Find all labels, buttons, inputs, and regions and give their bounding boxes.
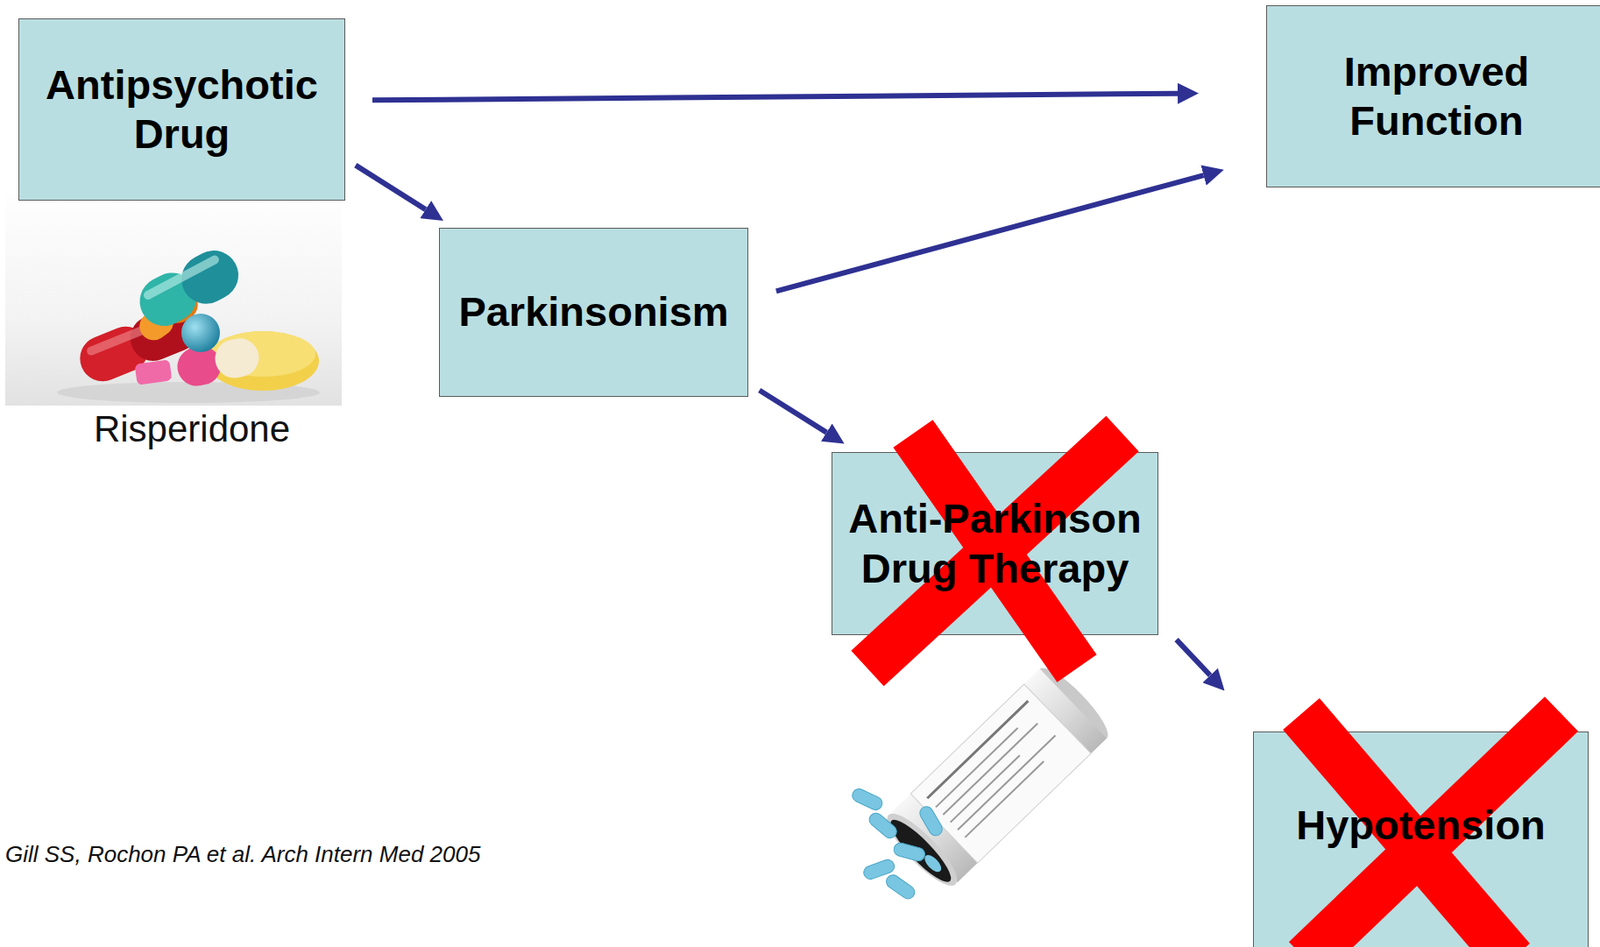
arrow-connector [372,93,1178,101]
arrow-connector [776,175,1204,291]
arrow-connector [355,165,426,211]
process-box: Anti-Parkinson Drug Therapy [831,452,1159,636]
pills-picture [5,186,342,406]
outcome-box: Hypotension [1253,731,1589,947]
pill-bottle-picture [849,660,1116,902]
process-box: Parkinsonism [438,227,749,397]
arrow-connector [1176,639,1211,676]
arrow-connector [759,390,828,433]
red-cross [1301,714,1562,947]
drug-name: Risperidone [93,408,291,451]
red-cross [867,433,1123,669]
node-label: Hypotension [1295,800,1546,850]
outcome-box: Improved Function [1266,5,1600,188]
process-box: Antipsychotic Drug [18,18,346,201]
node-label: Anti-Parkinson Drug Therapy [839,494,1151,594]
node-label: Parkinsonism [458,287,729,337]
node-label: Improved Function [1274,47,1600,147]
citation: Gill SS, Rochon PA et al. Arch Intern Me… [5,841,481,869]
node-label: Antipsychotic Drug [26,60,338,160]
